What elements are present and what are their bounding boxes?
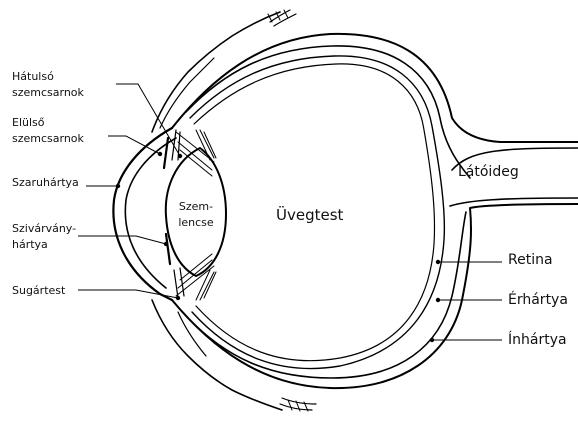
posterior-chamber-dot [178, 154, 182, 158]
ciliary-body-leader [78, 290, 178, 298]
anterior-chamber-label-line1: Elülső [12, 116, 45, 129]
lens-label-line1: Szem- [179, 200, 213, 213]
posterior-chamber-label-line1: Hátulsó [12, 70, 54, 83]
retina-dot [436, 260, 440, 264]
sclera-dot [430, 338, 434, 342]
iris-dot [164, 242, 168, 246]
iris-label-line2: hártya [12, 238, 48, 251]
cornea-label: Szaruhártya [12, 176, 79, 189]
sclera-label: Ínhártya [508, 331, 567, 348]
choroid-dot [436, 298, 440, 302]
lens-label-line2: lencse [178, 216, 214, 229]
eyelid-upper [152, 10, 296, 132]
posterior-chamber-label-line2: szemcsarnok [12, 86, 85, 99]
iris-label-line1: Szivárvány- [12, 222, 76, 235]
vitreous-label: Üvegtest [276, 205, 344, 224]
retina-label: Retina [508, 252, 553, 268]
choroid-label: Érhártya [508, 291, 568, 308]
anterior-chamber-dot [158, 152, 162, 156]
ciliary-body-dot [176, 296, 180, 300]
anterior-chamber-label-line2: szemcsarnok [12, 132, 85, 145]
cornea-dot [116, 184, 120, 188]
iris-leader [78, 236, 166, 244]
eyelid-lower [152, 300, 316, 411]
ciliary-body-label: Sugártest [12, 284, 66, 297]
anterior-chamber-leader [108, 136, 160, 154]
optic-nerve-label: Látóideg [458, 164, 519, 180]
